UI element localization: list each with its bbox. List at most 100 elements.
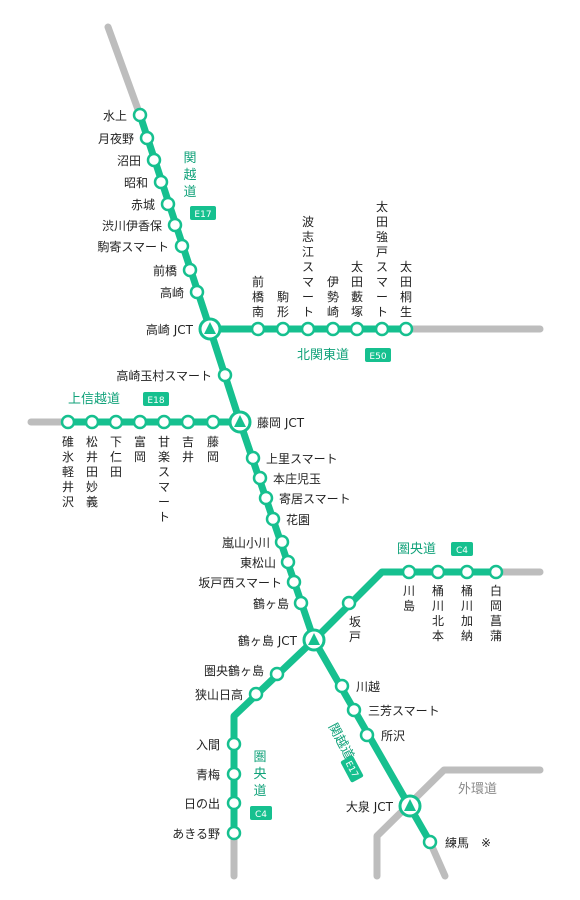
station-marker-tsukiyono[interactable] [139, 130, 155, 146]
station-marker-nerima[interactable] [422, 834, 438, 850]
station-marker-takasaki[interactable] [189, 284, 205, 300]
route-name-joshinetsu: 上信越道 [68, 392, 120, 407]
station-marker-akagi[interactable] [160, 196, 176, 212]
station-marker-tamamura[interactable] [217, 367, 233, 383]
station-marker-yoshii[interactable] [180, 414, 196, 430]
label-ranzan: 嵐山小川 [222, 536, 270, 550]
label-shibukawa: 渋川伊香保 [102, 219, 162, 233]
station-marker-kawagoe[interactable] [334, 678, 350, 694]
station-marker-ota-kiryu[interactable] [398, 321, 414, 337]
route-labels: 関越道 E17 北関東道 E50 上信越道 E18 圏央道 C4 圏央道 C4 [68, 151, 497, 820]
station-marker-ken-tsurugashima[interactable] [269, 666, 285, 682]
jct-marker-tsurugashima[interactable] [302, 628, 326, 652]
label-matsuida: 松井田妙義 [86, 435, 98, 509]
station-marker-ome[interactable] [226, 766, 242, 782]
kenodo-west-line [230, 636, 318, 837]
label-okegawa-kano: 桶川加納 [461, 583, 473, 643]
label-akiruno: あきる野 [172, 827, 220, 841]
station-marker-maebashi-minami[interactable] [250, 321, 266, 337]
route-name-kitakanto: 北関東道 [297, 347, 349, 363]
station-marker-numata[interactable] [146, 152, 162, 168]
route-name-gaikan: 外環道 [458, 782, 497, 797]
label-akagi: 赤城 [131, 198, 155, 212]
station-marker-fujioka[interactable] [205, 414, 221, 430]
station-marker-minakami[interactable] [132, 107, 148, 123]
label-takasaki: 高崎 [160, 285, 184, 300]
station-marker-kanra[interactable] [156, 414, 172, 430]
label-higashimatsuyama: 東松山 [240, 556, 276, 570]
station-marker-sayama-hidaka[interactable] [248, 686, 264, 702]
route-name-kenodo-west: 圏央道 [253, 750, 266, 799]
jct-marker-oizumi[interactable] [398, 794, 422, 818]
station-marker-shibukawa[interactable] [167, 217, 183, 233]
label-tamamura: 高崎玉村スマート [116, 368, 212, 383]
station-marker-hanazono[interactable] [265, 511, 281, 527]
label-yoshii: 吉井 [182, 435, 194, 464]
station-marker-ota-kyodo[interactable] [374, 321, 390, 337]
station-marker-tokorozawa[interactable] [359, 727, 375, 743]
jct-marker-fujioka[interactable] [228, 410, 252, 434]
station-marker-miyoshi[interactable] [346, 702, 362, 718]
label-numata: 沼田 [117, 154, 141, 168]
kenodo-east-line [310, 568, 500, 644]
route-badge-kenodo-west: C4 [250, 806, 272, 820]
label-ota-yabuzuka: 太田藪塚 [351, 259, 363, 319]
station-marker-higashimatsuyama[interactable] [280, 554, 296, 570]
station-marker-honjo[interactable] [252, 470, 268, 486]
label-shiraoka: 白岡菖蒲 [490, 583, 502, 643]
station-marker-usui[interactable] [60, 414, 76, 430]
station-marker-shimonita[interactable] [108, 414, 124, 430]
station-marker-isesaki[interactable] [325, 321, 341, 337]
station-marker-ranzan[interactable] [274, 534, 290, 550]
label-hanazono: 花園 [286, 512, 310, 527]
label-komagata: 駒形 [277, 290, 289, 319]
route-name-kenodo-east: 圏央道 [397, 542, 436, 557]
label-sakado: 坂戸 [349, 615, 361, 644]
station-marker-matsuida[interactable] [84, 414, 100, 430]
station-marker-ota-yabuzuka[interactable] [349, 321, 365, 337]
station-marker-komayose[interactable] [174, 238, 190, 254]
label-tsurugashima: 鶴ヶ島 [253, 596, 289, 611]
label-ome: 青梅 [196, 767, 220, 782]
label-komayose: 駒寄スマート [97, 239, 169, 254]
station-marker-kamisato[interactable] [245, 450, 261, 466]
label-takasaki-jct: 高崎 JCT [146, 322, 194, 337]
kanetsu-north-extension [104, 23, 144, 119]
route-badge-kanetsu-text: E17 [194, 210, 211, 220]
route-badge-kenodo-east-text: C4 [456, 546, 468, 556]
station-marker-showa[interactable] [153, 174, 169, 190]
station-marker-tsurugashima[interactable] [293, 595, 309, 611]
label-nerima-mark: ※ [481, 836, 491, 850]
station-marker-okegawa-kitamoto[interactable] [430, 564, 446, 580]
station-marker-akiruno[interactable] [226, 825, 242, 841]
station-markers [60, 107, 504, 850]
station-marker-sakado[interactable] [341, 595, 357, 611]
label-oizumi-jct: 大泉 JCT [346, 800, 394, 814]
station-marker-hinode[interactable] [226, 795, 242, 811]
label-yorii: 寄居スマート [279, 491, 351, 506]
station-marker-tomioka[interactable] [132, 414, 148, 430]
station-marker-maebashi[interactable] [182, 262, 198, 278]
label-kawagoe: 川越 [356, 680, 380, 694]
station-marker-hashie[interactable] [300, 321, 316, 337]
route-badge-kanetsu: E17 [190, 206, 216, 220]
station-marker-yorii[interactable] [258, 490, 274, 506]
jct-marker-takasaki[interactable] [198, 317, 222, 341]
label-kamisato: 上里スマート [266, 452, 338, 466]
label-honjo: 本庄児玉 [273, 471, 321, 486]
label-sayama-hidaka: 狭山日高 [195, 687, 243, 702]
station-marker-kawajima[interactable] [401, 564, 417, 580]
label-showa: 昭和 [124, 176, 148, 190]
route-name-kanetsu: 関越道 [183, 151, 196, 200]
label-isesaki: 伊勢崎 [327, 275, 339, 319]
station-marker-shiraoka[interactable] [488, 564, 504, 580]
route-badge-joshinetsu: E18 [143, 392, 169, 406]
station-marker-iruma[interactable] [226, 736, 242, 752]
station-marker-okegawa-kano[interactable] [459, 564, 475, 580]
label-fujioka: 藤岡 [207, 435, 219, 464]
label-shimonita: 下仁田 [110, 435, 122, 479]
route-badge-kitakanto-text: E50 [369, 352, 386, 362]
station-marker-sakado-nishi[interactable] [286, 574, 302, 590]
station-marker-komagata[interactable] [275, 321, 291, 337]
